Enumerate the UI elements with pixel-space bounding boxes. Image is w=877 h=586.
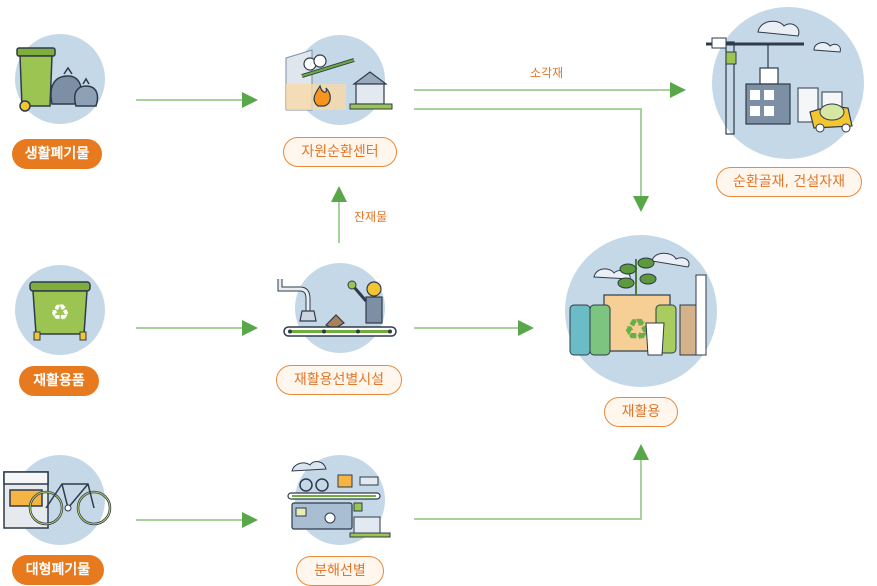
source-label-household: 생활폐기물 bbox=[12, 139, 102, 169]
recycling-bin-icon: ♻ bbox=[29, 281, 91, 341]
construction-crane-icon bbox=[706, 20, 853, 135]
edge-label-residue: 잔재물 bbox=[354, 210, 388, 224]
output-label-recycling: 재활용 bbox=[604, 397, 678, 427]
process-label-disassembly: 분해선별 bbox=[296, 556, 384, 586]
arrow-center-to-recycling bbox=[414, 108, 649, 212]
process-label-resource-center: 자원순환센터 bbox=[283, 137, 397, 167]
arrow-disassembly-to-recycling bbox=[414, 444, 649, 520]
incinerator-conveyor-icon bbox=[285, 49, 393, 111]
edge-label-incineration-ash: 소각재 bbox=[530, 66, 564, 80]
trash-bin-and-bags-icon bbox=[16, 47, 99, 112]
source-label-bulky: 대형폐기물 bbox=[12, 555, 104, 585]
svg-text:♻: ♻ bbox=[50, 301, 70, 326]
process-label-sorting-facility: 재활용선별시설 bbox=[276, 365, 402, 395]
output-label-construction: 순환골재, 건설자재 bbox=[716, 167, 862, 197]
recycled-products-icon: ♻ bbox=[569, 252, 707, 356]
stove-and-bicycle-icon bbox=[3, 471, 112, 529]
disassembly-machine-icon bbox=[287, 461, 391, 538]
source-label-recyclables: 재활용품 bbox=[19, 366, 99, 396]
worker-conveyor-icon bbox=[277, 279, 397, 337]
